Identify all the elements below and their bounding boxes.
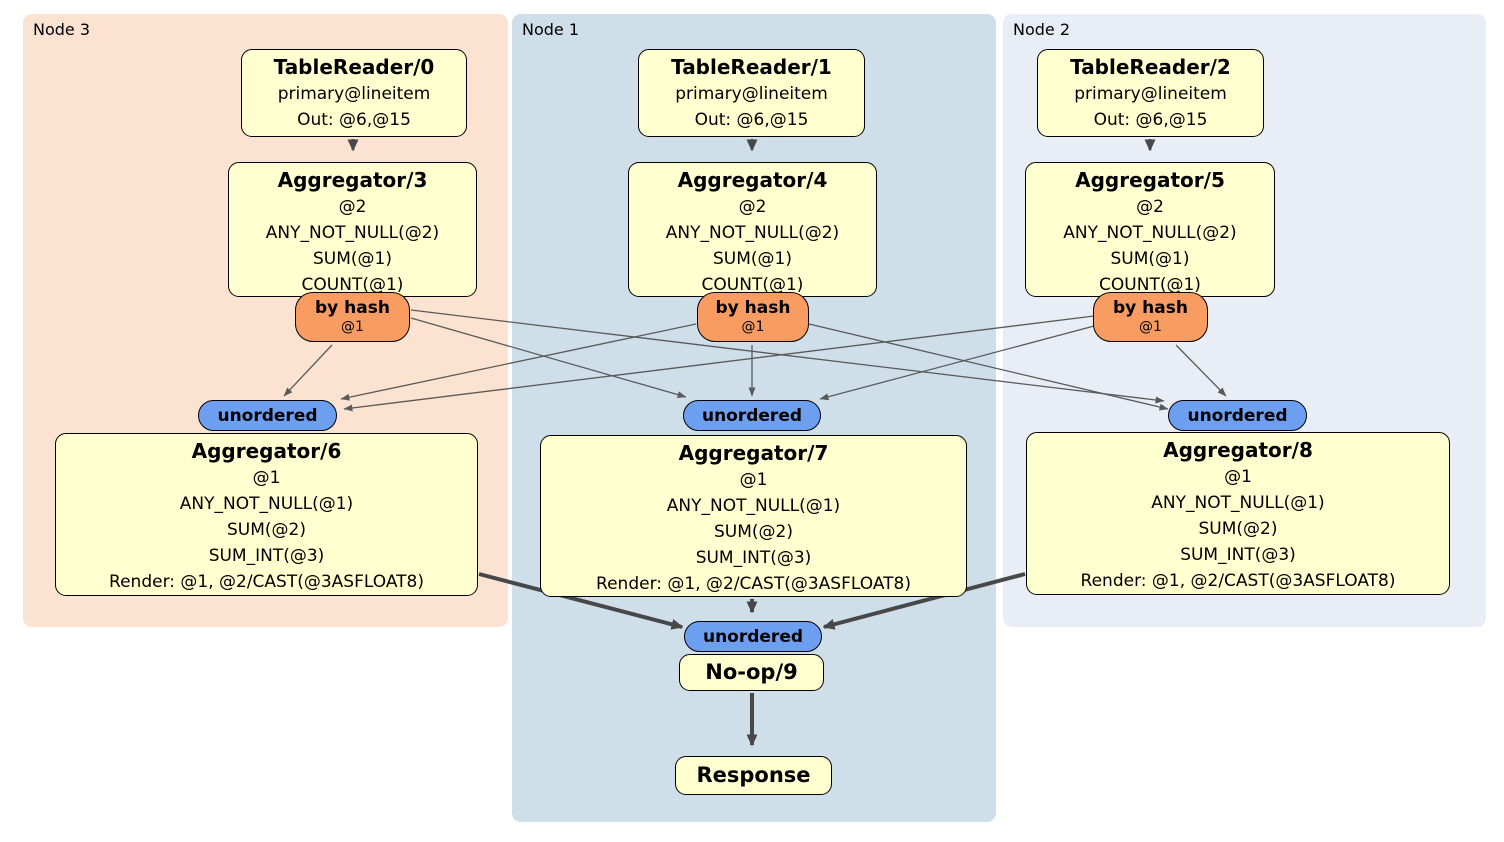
aggregator-4-node: Aggregator/4 @2 ANY_NOT_NULL(@2) SUM(@1)… [628,162,877,297]
node-label-1: Node 1 [522,20,580,39]
op-title: TableReader/1 [671,55,832,79]
op-detail-line: SUM_INT(@3) [208,546,325,566]
table-reader-2-node: TableReader/2 primary@lineitem Out: @6,@… [1037,49,1264,137]
op-detail-line: SUM(@1) [713,249,792,269]
op-detail-line: ANY_NOT_NULL(@1) [666,496,841,516]
router-label: by hash [715,298,791,318]
op-detail-line: @2 [338,197,367,217]
router-detail: @1 [341,319,364,335]
table-reader-0-node: TableReader/0 primary@lineitem Out: @6,@… [241,49,467,137]
op-title: Aggregator/8 [1163,438,1313,462]
op-title: Aggregator/7 [678,441,829,465]
aggregator-5-node: Aggregator/5 @2 ANY_NOT_NULL(@2) SUM(@1)… [1025,162,1275,297]
op-detail-line: SUM(@1) [313,249,392,269]
hash-router-0: by hash @1 [295,292,410,342]
unordered-stream-0: unordered [198,400,337,431]
op-detail-line: Render: @1, @2/CAST(@3ASFLOAT8) [596,574,911,594]
aggregator-7-node: Aggregator/7 @1 ANY_NOT_NULL(@1) SUM(@2)… [540,435,967,597]
op-title: Aggregator/4 [677,168,828,192]
aggregator-8-node: Aggregator/8 @1 ANY_NOT_NULL(@1) SUM(@2)… [1026,432,1450,595]
aggregator-3-node: Aggregator/3 @2 ANY_NOT_NULL(@2) SUM(@1)… [228,162,477,297]
table-reader-1-node: TableReader/1 primary@lineitem Out: @6,@… [638,49,865,137]
op-title: Aggregator/5 [1075,168,1225,192]
router-detail: @1 [741,319,765,335]
op-detail-line: Out: @6,@15 [694,110,809,130]
op-title: TableReader/2 [1070,55,1231,79]
op-detail-line: SUM(@2) [227,520,306,540]
op-detail-line: COUNT(@1) [701,275,804,295]
op-detail-line: SUM_INT(@3) [1180,545,1296,565]
noop-9-node: No-op/9 [679,654,824,691]
op-title: Response [696,763,811,787]
op-detail-line: Out: @6,@15 [297,110,411,130]
op-title: No-op/9 [705,660,798,684]
op-detail-line: ANY_NOT_NULL(@2) [665,223,840,243]
op-detail-line: @1 [252,468,281,488]
aggregator-6-node: Aggregator/6 @1 ANY_NOT_NULL(@1) SUM(@2)… [55,433,478,596]
op-detail-line: Render: @1, @2/CAST(@3ASFLOAT8) [109,572,424,592]
unordered-stream-2: unordered [1168,400,1307,431]
op-detail-line: primary@lineitem [1074,84,1227,104]
op-detail-line: SUM_INT(@3) [695,548,812,568]
router-detail: @1 [1139,319,1162,335]
op-detail-line: Render: @1, @2/CAST(@3ASFLOAT8) [1080,571,1396,591]
router-label: by hash [1113,298,1188,318]
op-title: Aggregator/3 [277,168,428,192]
op-detail-line: @2 [738,197,767,217]
op-detail-line: SUM(@1) [1110,249,1190,269]
op-title: TableReader/0 [273,55,435,79]
op-detail-line: SUM(@2) [1198,519,1278,539]
response-node: Response [675,756,832,795]
op-detail-line: @1 [739,470,768,490]
op-detail-line: primary@lineitem [675,84,828,104]
op-detail-line: SUM(@2) [714,522,793,542]
node-label-2: Node 2 [1013,20,1071,39]
op-detail-line: ANY_NOT_NULL(@2) [1063,223,1237,243]
hash-router-1: by hash @1 [697,292,809,342]
op-detail-line: ANY_NOT_NULL(@1) [179,494,354,514]
op-detail-line: COUNT(@1) [1099,275,1201,295]
op-title: Aggregator/6 [191,439,342,463]
unordered-stream-1: unordered [683,400,821,431]
hash-router-2: by hash @1 [1093,292,1208,342]
unordered-stream-final: unordered [684,621,822,652]
op-detail-line: ANY_NOT_NULL(@1) [1151,493,1325,513]
op-detail-line: Out: @6,@15 [1093,110,1208,130]
router-label: by hash [315,298,390,318]
op-detail-line: primary@lineitem [277,84,431,104]
op-detail-line: ANY_NOT_NULL(@2) [265,223,440,243]
op-detail-line: COUNT(@1) [301,275,404,295]
op-detail-line: @1 [1224,467,1252,487]
node-label-3: Node 3 [33,20,91,39]
op-detail-line: @2 [1136,197,1164,217]
